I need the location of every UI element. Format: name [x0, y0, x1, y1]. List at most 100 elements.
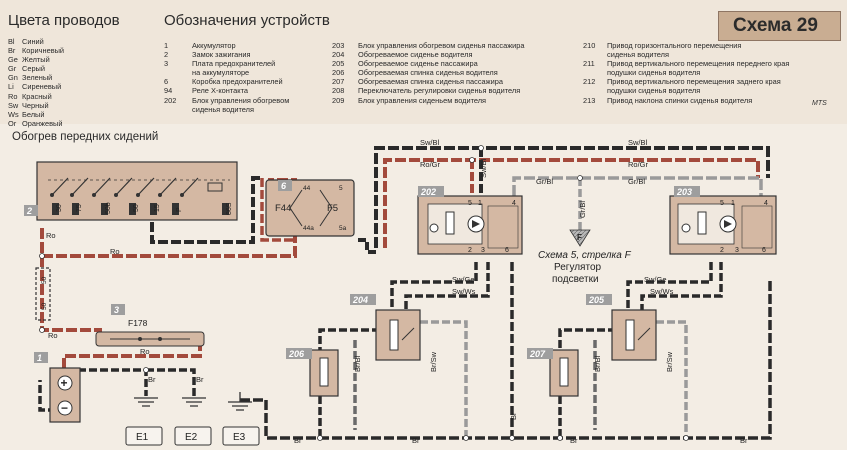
battery: + − [49, 367, 81, 423]
u202-pin2: 2 [468, 247, 472, 254]
schema-number-box: Схема 29 [718, 11, 841, 41]
fuse-box [265, 179, 355, 237]
wire-sw-ge-202 [390, 262, 478, 310]
tag-6: 6 [281, 181, 287, 191]
device-value: Замок зажигания [192, 50, 251, 60]
device-value: Привод наклона спинки сиденья водителя [607, 95, 753, 105]
reference-note: Схема 5, стрелка F Регулятор подсветки [538, 250, 632, 285]
label-gr-bl-2: Gr/Bl [628, 177, 645, 186]
reference-arrow: F [569, 229, 591, 247]
fuse-f44-label: F44 [275, 203, 291, 214]
label-gr-bl-1: Gr/Bl [536, 177, 553, 186]
driver-heated-seat [375, 309, 421, 361]
component-tags: 2 6 3 1 202 203 204 205 206 207 [24, 180, 700, 363]
wire-sw-ws-202 [404, 262, 490, 310]
device-row: на аккумуляторе [164, 68, 289, 77]
device-row: сиденья водителя [164, 105, 289, 114]
label-br-e2: Br [196, 375, 204, 384]
section-title: Обогрев передних сидений [12, 131, 159, 143]
label-sw-bl-vert: Sw/Bl [479, 158, 488, 178]
tag-203: 203 [676, 187, 692, 197]
legend-header: Цвета проводов Обозначения устройств Схе… [0, 0, 847, 128]
device-row: 207 Обогреваемая спинка сиденья пассажира [332, 77, 525, 86]
u202-pin6: 6 [505, 247, 509, 254]
tag-3: 3 [114, 305, 119, 315]
fuse-f178-label: F178 [128, 318, 148, 328]
wire-color-row: Or Оранжевый [8, 119, 64, 128]
device-value: Обогреваемое сиденье пассажира [358, 59, 478, 69]
driver-heated-backrest [309, 349, 339, 397]
wire-ro-to-f44 [260, 178, 296, 242]
wire-ro-battery [62, 340, 202, 372]
device-value: Обогреваемая спинка сиденья пассажира [358, 77, 503, 87]
label-br-bottom-4: Br [740, 436, 748, 445]
ignition-terminal-labels: 30 75 50b 50 15 P 86S [56, 202, 233, 215]
dimmer-label-2: подсветки [552, 274, 599, 285]
label-ro-gr-1: Ro/Gr [420, 160, 441, 169]
battery-minus-sign: − [61, 401, 68, 415]
wire-color-key: Gn [8, 73, 18, 83]
wire-color-key: Li [8, 82, 14, 92]
wire-color-key: Or [8, 118, 17, 128]
tag-207: 207 [529, 349, 546, 359]
label-br-bl-2: Br/Bl [593, 355, 602, 372]
device-row: 206 Обогреваемая спинка сиденья водителя [332, 68, 525, 77]
device-value: Переключатель регулировки сиденья водите… [358, 86, 521, 96]
device-key: 207 [332, 77, 345, 87]
fuse-f5-label: F5 [327, 203, 338, 214]
label-ro-1: Ro [110, 247, 120, 256]
label-ro-2: Ro [46, 231, 56, 240]
passenger-seat-heater-control-unit [669, 195, 777, 255]
wire-ro-gr [383, 158, 760, 248]
devices-title: Обозначения устройств [164, 12, 330, 29]
wire-color-value: Серый [22, 64, 45, 74]
device-value: Привод вертикального перемещения заднего… [607, 77, 781, 87]
label-br-vert: Br [509, 412, 518, 420]
device-key: 208 [332, 86, 345, 96]
label-sw-ge-2: Sw/Ge [644, 275, 667, 284]
terminal-15: 15 [154, 204, 161, 212]
u202-pin5: 5 [468, 200, 472, 207]
relay-pin-50-bottom: 50 [41, 302, 48, 310]
wire-color-value: Зеленый [22, 73, 53, 83]
device-value: Обогреваемая спинка сиденья водителя [358, 68, 498, 78]
label-br-e1: Br [148, 375, 156, 384]
wire-color-value: Оранжевый [22, 118, 63, 128]
ground-boxes: E1 E2 E3 [125, 426, 260, 446]
pin-5a: 5a [339, 225, 347, 232]
wire-color-value: Белый [22, 109, 45, 119]
unit-pin-labels: 5 1 4 2 3 6 5 1 4 2 3 6 [468, 200, 768, 254]
wire-color-row: Gn Зеленый [8, 73, 64, 82]
device-value: Обогреваемое сиденье водителя [358, 50, 473, 60]
passenger-heated-seat [611, 309, 657, 361]
wire-sw-ge-203 [626, 262, 713, 310]
terminal-86s: 86S [226, 202, 233, 215]
label-ro-4: Ro [140, 347, 150, 356]
wire-color-value: Сиреневый [22, 82, 62, 92]
device-key: 210 [583, 41, 596, 50]
wire-color-value: Черный [22, 100, 49, 110]
wire-color-value: Синий [22, 37, 44, 46]
wire-color-key: Sw [8, 100, 19, 110]
wire-gnd-e3 [240, 280, 772, 440]
device-key: 1 [164, 41, 169, 50]
device-key: 6 [164, 77, 169, 87]
wire-sw-ws-203 [640, 262, 723, 310]
device-value: Блок управления обогревом сиденья пассаж… [358, 41, 525, 50]
u203-pin6: 6 [762, 247, 766, 254]
device-key: 206 [332, 68, 345, 78]
mts-watermark: MTS [812, 100, 827, 107]
wire-relay-to-202 [358, 238, 376, 254]
